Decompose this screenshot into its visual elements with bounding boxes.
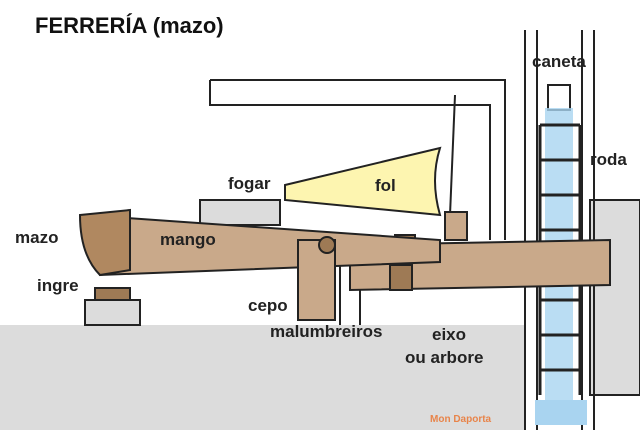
bellows — [284, 94, 468, 241]
label-fogar: fogar — [228, 174, 271, 193]
label-roda: roda — [590, 150, 627, 169]
diagram-title: FERRERÍA (mazo) — [35, 13, 224, 38]
wheel-frame — [524, 30, 595, 430]
label-ou-arbore: ou arbore — [405, 348, 484, 367]
label-eixo: eixo — [432, 325, 467, 344]
label-fol: fol — [375, 176, 396, 195]
credit: Mon Daporta — [430, 414, 492, 425]
label-malumbreiros: malumbreiros — [270, 322, 383, 341]
label-mazo: mazo — [15, 228, 59, 247]
cepo — [297, 236, 336, 321]
hammer — [78, 208, 441, 277]
label-mango: mango — [160, 230, 216, 249]
label-cepo: cepo — [248, 296, 288, 315]
anvil-ingre — [94, 287, 131, 301]
water-pool — [535, 400, 587, 425]
label-caneta: caneta — [532, 52, 586, 71]
label-ingre: ingre — [37, 276, 79, 295]
caneta-chute — [547, 84, 571, 111]
